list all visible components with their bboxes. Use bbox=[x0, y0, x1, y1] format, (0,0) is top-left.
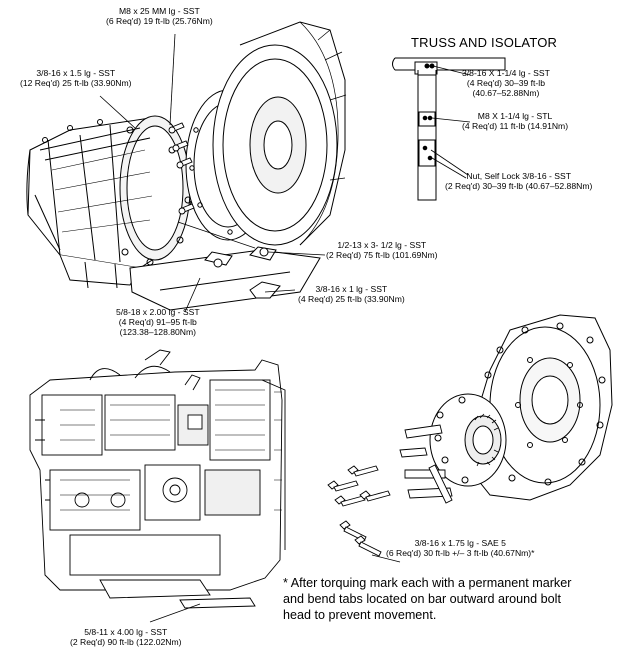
footnote-line: and bend tabs located on bar outward aro… bbox=[283, 592, 561, 606]
label-38-16-1-75: 3/8-16 x 1.75 lg - SAE 5 (6 Req'd) 30 ft… bbox=[386, 538, 535, 558]
label-58-11: 5/8-11 x 4.00 lg - SST (2 Req'd) 90 ft-l… bbox=[70, 627, 182, 647]
label-line: (40.67–52.88Nm) bbox=[472, 88, 540, 98]
truss-leaders bbox=[430, 65, 471, 179]
flywheel-assembly bbox=[185, 21, 347, 246]
torque-footnote: * After torquing mark each with a perman… bbox=[283, 575, 623, 623]
rail-leaders bbox=[177, 221, 326, 313]
label-line: M8 X 1-1/4 lg - STL bbox=[477, 111, 553, 121]
engine-block bbox=[29, 349, 286, 609]
bolt-leader bbox=[371, 554, 401, 563]
footnote-line: head to prevent movement. bbox=[283, 608, 437, 622]
truss-isolator-title: TRUSS AND ISOLATOR bbox=[411, 35, 558, 50]
bell-housing bbox=[26, 115, 193, 289]
label-58-18: 5/8-18 x 2.00 lg - SST (4 Req'd) 91–95 f… bbox=[116, 307, 200, 337]
label-line: 5/8-18 x 2.00 lg - SST bbox=[116, 307, 200, 317]
label-line: (4 Req'd) 30–39 ft-lb bbox=[466, 78, 545, 88]
label-line: (4 Req'd) 91–95 ft-lb bbox=[118, 317, 197, 327]
label-truss-m8: M8 X 1-1/4 lg - STL (4 Req'd) 11 ft-lb (… bbox=[462, 111, 568, 131]
loose-bolts bbox=[327, 465, 391, 557]
label-line: 3/8-16 x 1.75 lg - SAE 5 bbox=[414, 538, 506, 548]
coupling-hub bbox=[429, 393, 507, 487]
label-line: Nut, Self Lock 3/8-16 - SST bbox=[466, 171, 571, 181]
mount-rails bbox=[129, 246, 321, 311]
label-38-16-1: 3/8-16 x 1 lg - SST (4 Req'd) 25 ft-lb (… bbox=[298, 284, 405, 304]
label-line: (123.38–128.80Nm) bbox=[119, 327, 197, 337]
label-line: (6 Req'd) 30 ft-lb +/– 3 ft-lb (40.67Nm)… bbox=[386, 548, 535, 558]
engine-leader bbox=[149, 603, 201, 623]
label-line: 3/8-16 x 1.5 lg - SST bbox=[36, 68, 116, 78]
tab-bars bbox=[399, 424, 453, 504]
label-line: (2 Req'd) 90 ft-lb (122.02Nm) bbox=[70, 637, 182, 647]
label-line: (2 Req'd) 30–39 ft-lb (40.67–52.88Nm) bbox=[445, 181, 593, 191]
label-line: 3/8-16 x 1 lg - SST bbox=[315, 284, 388, 294]
label-line: 3/8-16 X 1-1/4 lg - SST bbox=[462, 68, 550, 78]
label-line: M8 x 25 MM lg - SST bbox=[119, 6, 200, 16]
label-line: 1/2-13 x 3- 1/2 lg - SST bbox=[337, 240, 427, 250]
bolt-group-m8 bbox=[168, 122, 195, 215]
label-line: (4 Req'd) 11 ft-lb (14.91Nm) bbox=[462, 121, 569, 131]
label-line: 5/8-11 x 4.00 lg - SST bbox=[84, 627, 168, 637]
label-m8-25mm: M8 x 25 MM lg - SST (6 Req'd) 19 ft-lb (… bbox=[106, 6, 213, 26]
leader-lines bbox=[99, 33, 176, 129]
footnote-line: * After torquing mark each with a perman… bbox=[283, 576, 572, 590]
drive-plate bbox=[469, 314, 613, 501]
label-38-16-1-5: 3/8-16 x 1.5 lg - SST (12 Req'd) 25 ft-l… bbox=[20, 68, 132, 88]
label-line: (2 Req'd) 75 ft-lb (101.69Nm) bbox=[326, 250, 438, 260]
label-line: (4 Req'd) 25 ft-lb (33.90Nm) bbox=[298, 294, 405, 304]
label-line: (12 Req'd) 25 ft-lb (33.90Nm) bbox=[20, 78, 132, 88]
label-12-13: 1/2-13 x 3- 1/2 lg - SST (2 Req'd) 75 ft… bbox=[326, 240, 438, 260]
label-truss-nut: Nut, Self Lock 3/8-16 - SST (2 Req'd) 30… bbox=[445, 171, 592, 191]
label-truss-38-16: 3/8-16 X 1-1/4 lg - SST (4 Req'd) 30–39 … bbox=[462, 68, 550, 98]
label-line: (6 Req'd) 19 ft-lb (25.76Nm) bbox=[106, 16, 213, 26]
